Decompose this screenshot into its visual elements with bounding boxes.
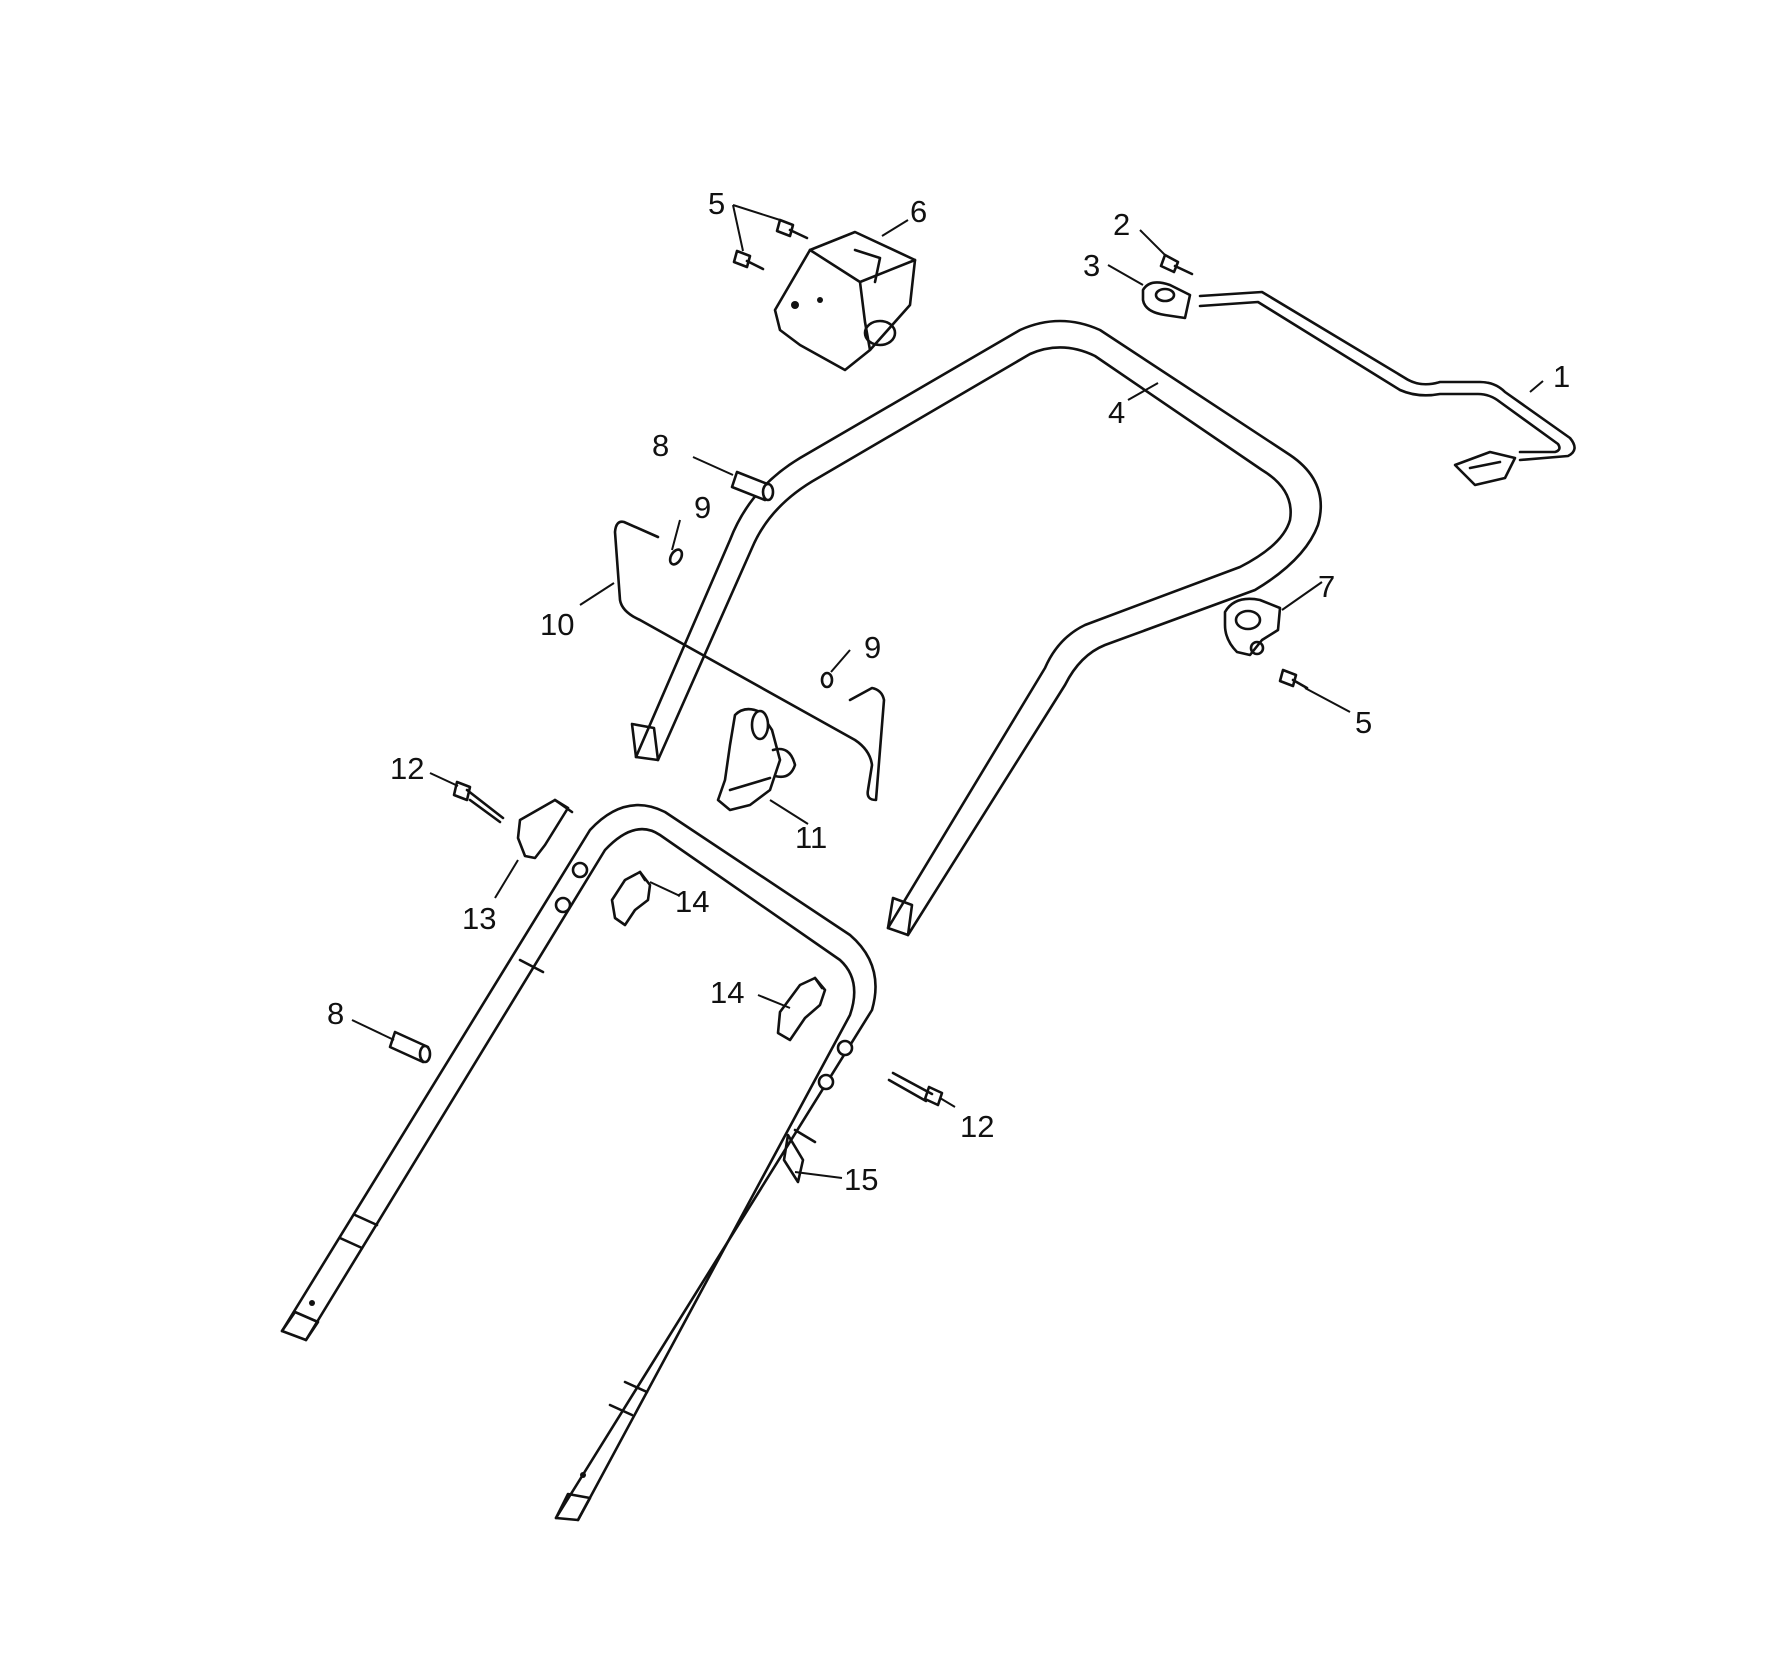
callout-10: 10 [540, 607, 574, 642]
callout-15: 15 [844, 1162, 878, 1197]
lower-handle-part-15 [280, 803, 877, 1522]
knob-part-14-lower [776, 976, 827, 1042]
callout-9-upper: 9 [694, 490, 711, 525]
leader-lines [351, 204, 1544, 1179]
knob-part-14-upper [610, 870, 652, 927]
latch-bracket-part-11 [716, 707, 797, 812]
callout-8-upper: 8 [652, 428, 669, 463]
washer-part-9-upper [668, 548, 684, 566]
bolt-part-12-lower [887, 1071, 944, 1107]
callout-6: 6 [910, 194, 927, 229]
callout-8-lower: 8 [327, 996, 344, 1031]
callout-3: 3 [1083, 248, 1100, 283]
screw-part-5-upper [732, 218, 809, 271]
callout-11: 11 [795, 820, 827, 855]
bolt-part-12-upper [452, 780, 505, 824]
link-rod-part-10 [613, 520, 886, 802]
callout-13: 13 [462, 901, 496, 936]
bracket-part-13 [516, 798, 574, 860]
callout-4: 4 [1108, 395, 1125, 430]
upper-handle-part-4 [630, 319, 1323, 937]
callout-5-lower: 5 [1355, 705, 1372, 740]
callout-labels: 1 2 3 4 5 5 6 7 8 8 9 9 10 11 12 12 13 1… [327, 186, 1570, 1197]
lever-bar-part-1 [1198, 290, 1576, 487]
washer-part-9-lower [820, 671, 834, 689]
screw-part-2 [1159, 253, 1194, 276]
callout-7: 7 [1318, 569, 1335, 604]
callout-14-upper: 14 [675, 884, 709, 919]
cover-housing-part-6 [773, 230, 917, 372]
clamp-part-3 [1141, 281, 1192, 320]
callout-14-lower: 14 [710, 975, 744, 1010]
callout-9-lower: 9 [864, 630, 881, 665]
clamp-part-7 [1223, 597, 1282, 657]
callout-12-lower: 12 [960, 1109, 994, 1144]
spacer-part-8-lower [388, 1030, 432, 1064]
callout-5-upper: 5 [708, 186, 725, 221]
callout-1: 1 [1553, 359, 1570, 394]
screw-part-5-lower [1278, 668, 1309, 690]
spacer-part-8-upper [730, 470, 775, 502]
callout-12-upper: 12 [390, 751, 424, 786]
callout-2: 2 [1113, 207, 1130, 242]
